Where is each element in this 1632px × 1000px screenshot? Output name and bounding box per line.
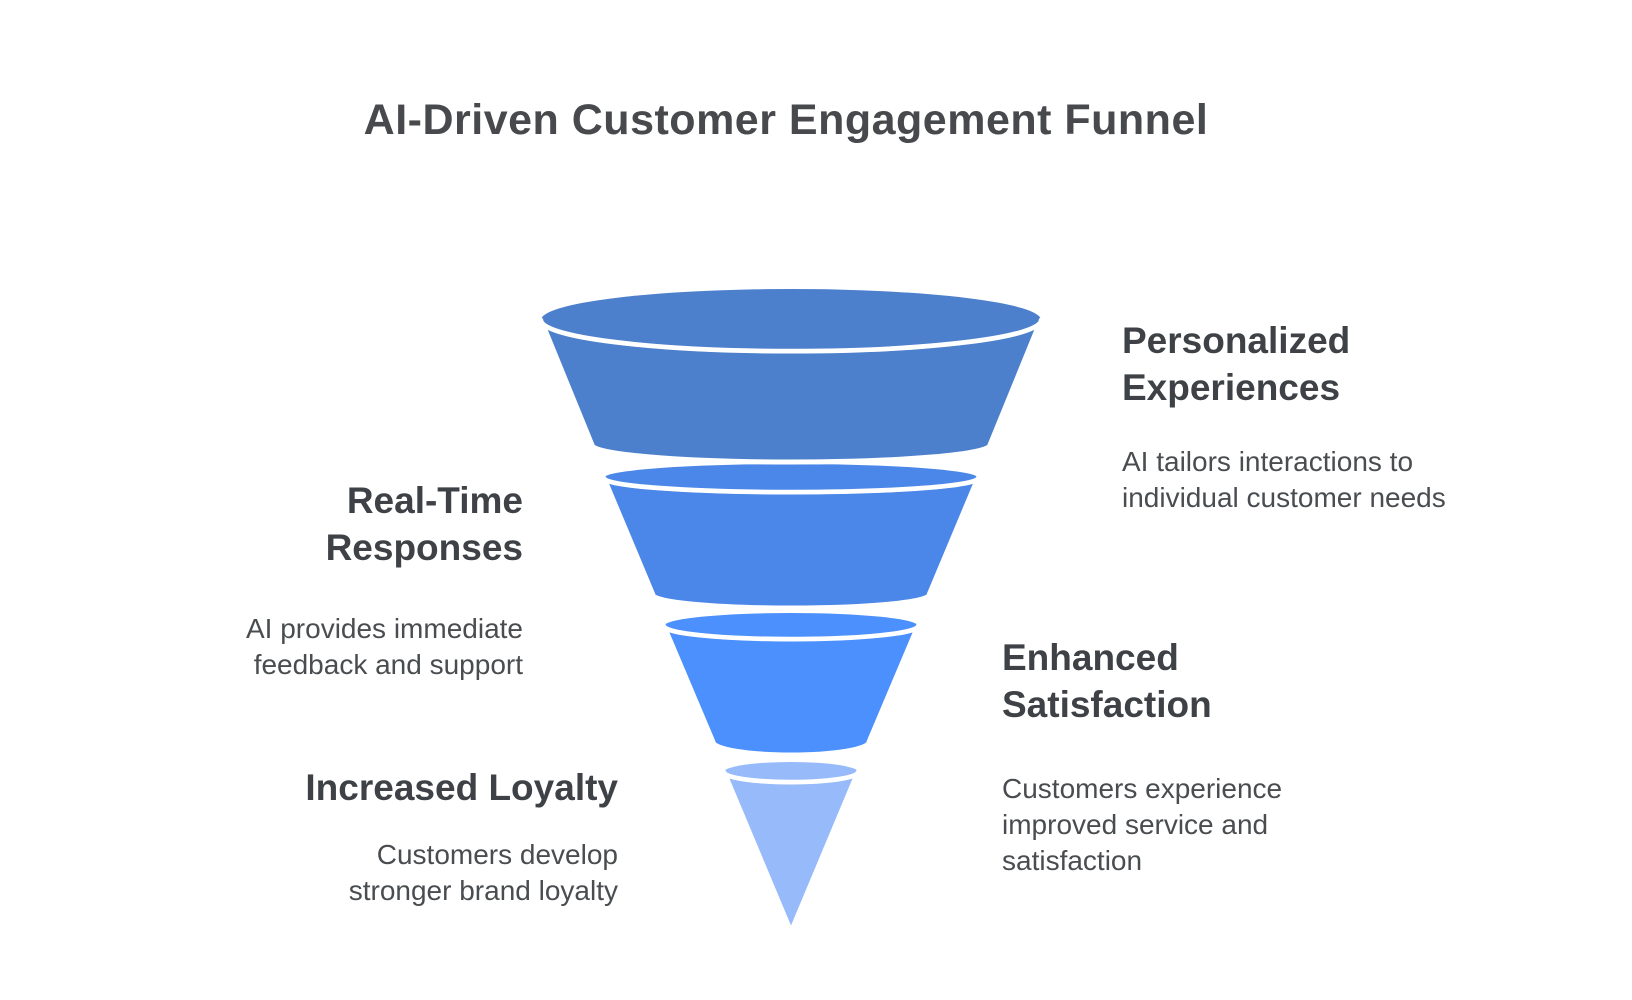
stage-4-title: Increased Loyalty: [305, 767, 618, 808]
funnel-stage-3-shape: [661, 613, 921, 758]
stage-4-top-ellipse: [724, 762, 858, 782]
stage-2-title: Real-Time Responses: [325, 480, 523, 568]
stage-3-body: [661, 623, 921, 758]
funnel-stage-2-shape: [601, 464, 981, 611]
funnel-stage-1-shape: [538, 289, 1044, 465]
stage-2-top-ellipse: [604, 464, 978, 492]
stage-2-description: AI provides immediate feedback and suppo…: [245, 613, 523, 680]
stage-3-label-block: Enhanced Satisfaction Customers experien…: [1002, 634, 1332, 879]
stage-4-cone: [721, 769, 861, 935]
stage-3-description: Customers experience improved service an…: [1002, 773, 1283, 876]
stage-1-label-block: Personalized Experiences AI tailors inte…: [1122, 317, 1494, 516]
stage-4-rim-line: [721, 769, 861, 785]
stage-1-rim-line: [538, 317, 1044, 354]
stage-2-body: [601, 475, 981, 611]
stage-3-title: Enhanced Satisfaction: [1002, 637, 1212, 725]
stage-2-rim-line: [601, 475, 981, 495]
stage-3-top-ellipse: [664, 613, 918, 639]
stage-4-description: Customers develop stronger brand loyalty: [348, 839, 618, 906]
page-title: AI-Driven Customer Engagement Funnel: [363, 96, 1209, 144]
stage-4-label-block: Increased Loyalty Customers develop stro…: [305, 764, 618, 909]
stage-3-rim-line: [661, 623, 921, 642]
funnel-stage-4-shape: [721, 762, 861, 935]
stage-1-title: Personalized Experiences: [1122, 320, 1351, 408]
stage-1-description: AI tailors interactions to individual cu…: [1122, 446, 1446, 513]
stage-1-top-ellipse: [541, 289, 1041, 351]
stage-2-label-block: Real-Time Responses AI provides immediat…: [193, 477, 523, 683]
